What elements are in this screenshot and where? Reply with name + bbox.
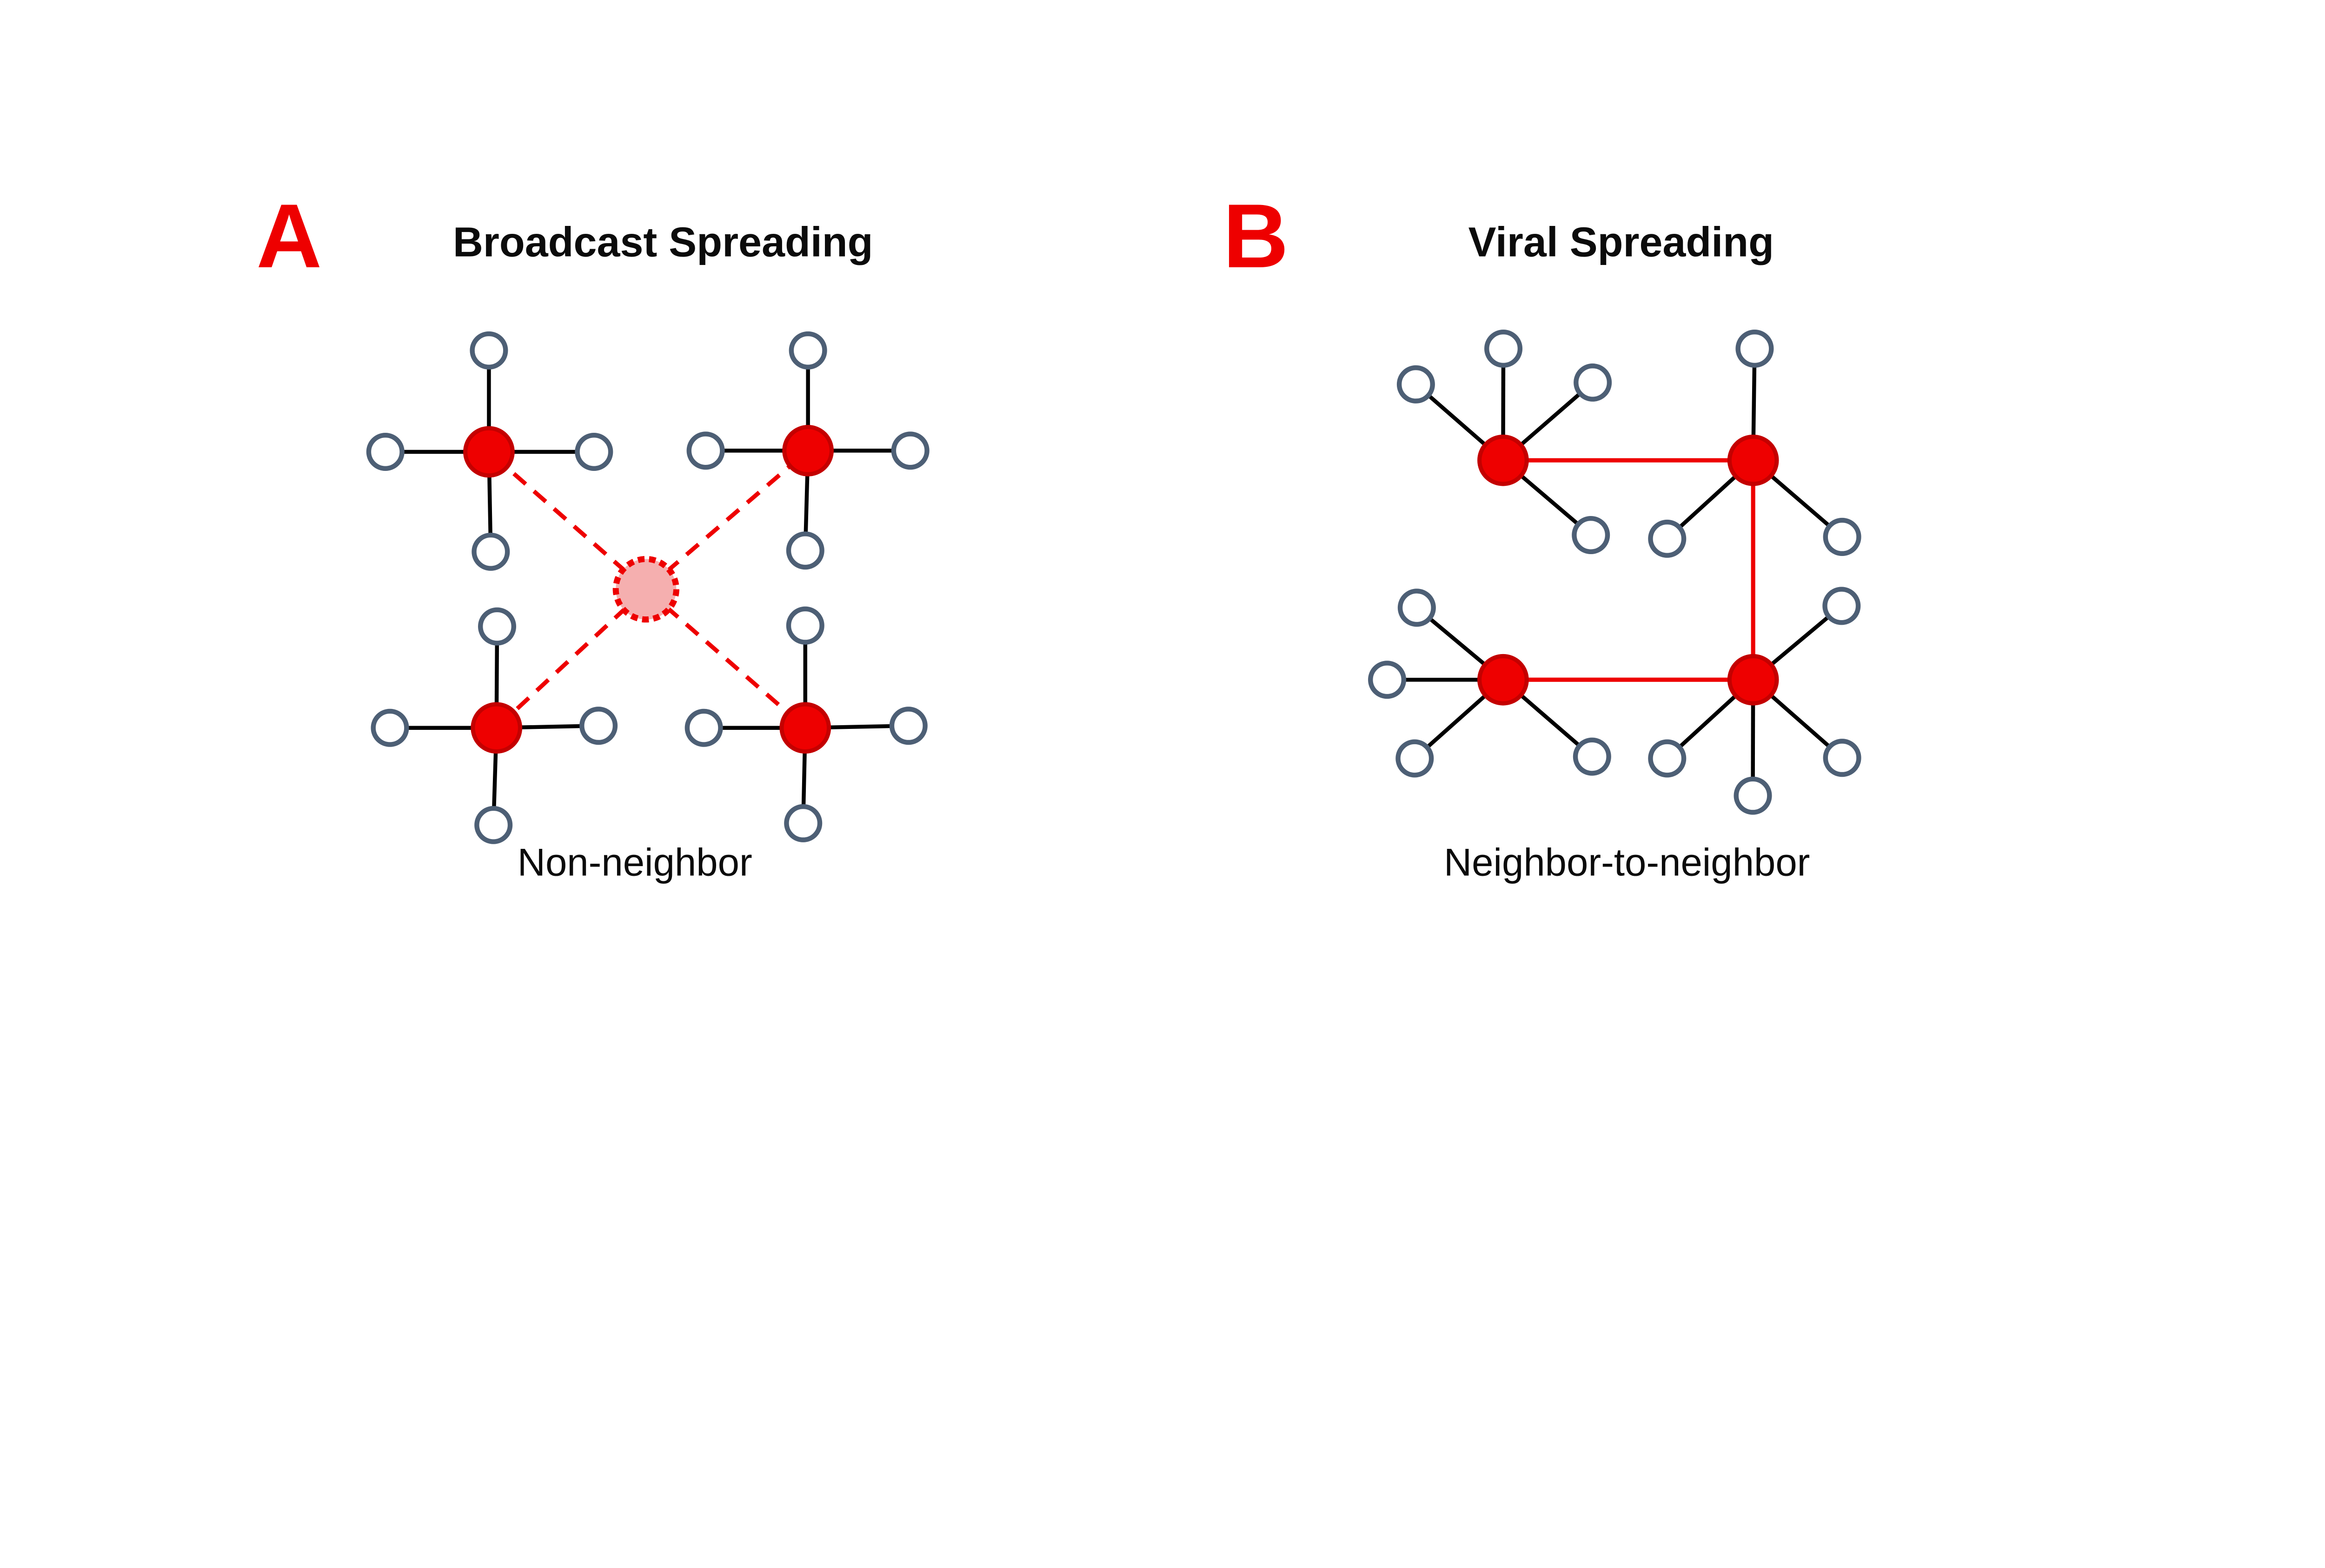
satellite-node — [684, 708, 723, 747]
hub-node — [463, 426, 515, 478]
satellite-node — [575, 432, 613, 471]
spread-edge — [487, 450, 648, 591]
satellite-node — [470, 331, 508, 370]
panel-a-caption: Non-neighbor — [518, 840, 752, 884]
satellite-node — [1395, 739, 1434, 778]
panel-b-letter: B — [1223, 185, 1289, 287]
hub-node — [782, 425, 834, 476]
spread-edge — [495, 588, 648, 730]
satellite-node — [1573, 737, 1611, 776]
network-layer — [366, 329, 1861, 844]
figure: A Broadcast Spreading Non-neighbor B Vir… — [256, 185, 1861, 884]
satellite-node — [1822, 587, 1861, 625]
hub-node — [1727, 654, 1779, 706]
satellite-node — [889, 707, 928, 745]
spread-edge — [644, 449, 810, 591]
satellite-node — [1574, 363, 1612, 402]
panel-b-caption: Neighbor-to-neighbor — [1444, 840, 1810, 884]
satellite-node — [371, 708, 409, 747]
panel-b-title: Viral Spreading — [1468, 219, 1774, 265]
satellite-node — [1734, 776, 1772, 815]
satellite-node — [1648, 739, 1687, 778]
satellite-node — [789, 331, 827, 370]
hub-node — [1727, 434, 1779, 486]
seed-node — [612, 556, 679, 623]
satellite-node — [1572, 516, 1610, 555]
satellite-node — [786, 531, 824, 570]
panel-a-title: Broadcast Spreading — [453, 219, 873, 265]
hub-node — [779, 702, 831, 754]
satellite-node — [686, 431, 725, 470]
satellite-node — [472, 532, 510, 571]
satellite-node — [1823, 739, 1861, 777]
satellite-node — [579, 707, 618, 745]
satellite-node — [474, 806, 513, 844]
diagram-svg: A Broadcast Spreading Non-neighbor B Vir… — [256, 185, 1861, 884]
satellite-node — [891, 431, 930, 470]
satellite-node — [784, 804, 823, 842]
satellite-node — [366, 432, 405, 471]
hub-node — [471, 702, 523, 754]
hub-node — [1477, 434, 1529, 486]
satellite-node — [1397, 589, 1436, 627]
satellite-node — [1484, 329, 1523, 368]
satellite-node — [1648, 519, 1687, 558]
satellite-node — [1368, 661, 1407, 699]
satellite-node — [786, 606, 824, 645]
satellite-node — [478, 607, 517, 646]
satellite-node — [1823, 517, 1861, 556]
panel-a-letter: A — [256, 185, 322, 287]
satellite-node — [1735, 329, 1774, 368]
satellite-node — [1396, 365, 1435, 404]
spread-edge — [644, 588, 807, 730]
hub-node — [1477, 654, 1529, 706]
